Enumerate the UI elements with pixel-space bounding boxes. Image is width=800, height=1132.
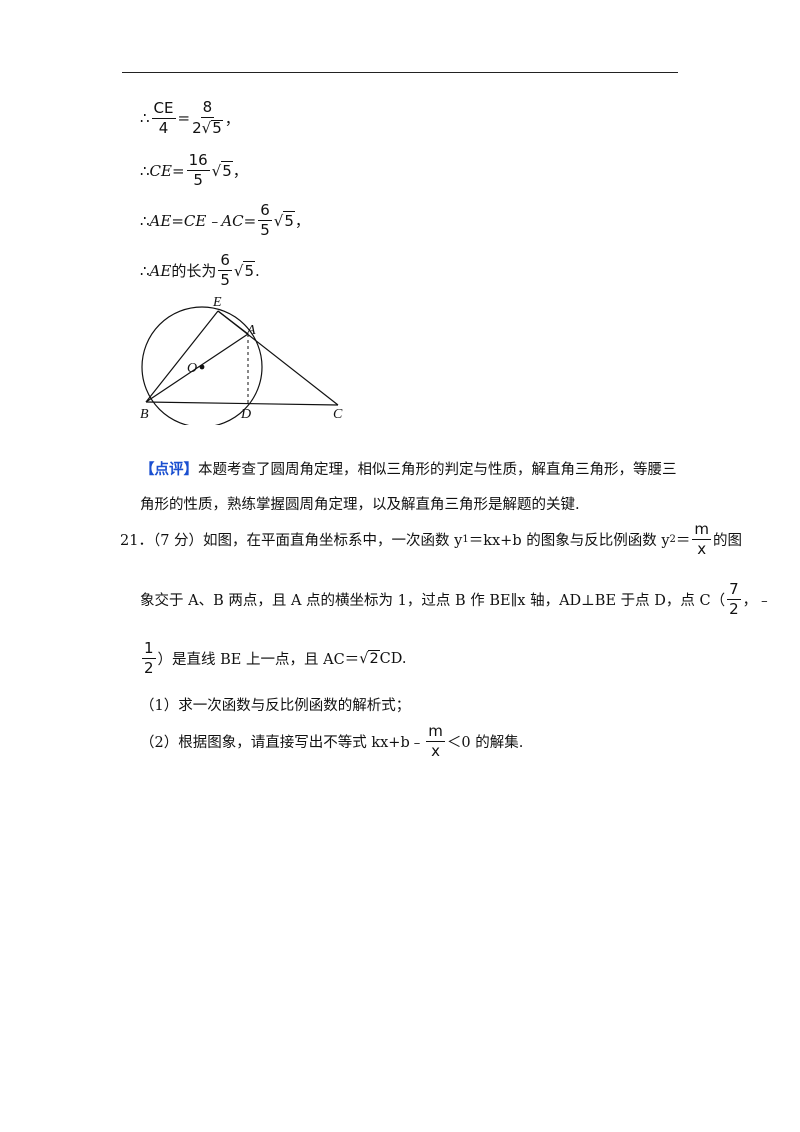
fraction-6-over-5: 6 5 <box>218 251 232 289</box>
circle-triangle-figure: E A O B D C <box>140 295 343 425</box>
problem-21-line-3: 1 2 ）是直线 BE 上一点，且 AC＝ √2 CD. <box>142 639 407 677</box>
sub-question-2: （2）根据图象，请直接写出不等式 kx+b﹣ m x ＜0 的解集. <box>140 722 524 760</box>
label-c: C <box>333 407 343 422</box>
label-a: A <box>246 323 256 338</box>
sqrt: √5 <box>211 161 233 180</box>
label-b: B <box>140 407 149 422</box>
header-rule <box>122 72 678 73</box>
center-dot <box>199 364 205 370</box>
circle-o <box>141 306 263 425</box>
comment-paragraph: 【点评】本题考查了圆周角定理，相似三角形的判定与性质，解直角三角形，等腰三角形的… <box>140 461 677 513</box>
sqrt: √5 <box>273 211 295 230</box>
fraction-8-over-2root5: 8 2√5 <box>192 98 223 137</box>
label-e: E <box>212 295 222 310</box>
sub-question-1: （1）求一次函数与反比例函数的解析式； <box>140 698 411 714</box>
step-2: ∴ CE = 16 5 √5 ， <box>140 151 248 189</box>
comment-tag: 【点评】 <box>140 461 198 478</box>
fraction-7-over-2: 7 2 <box>727 580 741 618</box>
therefore-symbol: ∴ <box>140 109 150 127</box>
segment-ba <box>145 333 249 403</box>
segment-bc <box>145 401 339 406</box>
step-1: ∴ CE 4 = 8 2√5 ， <box>140 98 240 137</box>
label-d: D <box>240 407 251 422</box>
step-3: ∴ AE =CE﹣AC= 6 5 √5 ， <box>140 201 310 239</box>
segment-be <box>145 310 219 403</box>
fraction-16-over-5: 16 5 <box>186 151 210 189</box>
problem-21-line-2: 象交于 A、B 两点，且 A 点的横坐标为 1，过点 B 作 BE∥x 轴，AD… <box>140 580 772 618</box>
sqrt: √5 <box>233 261 256 280</box>
step-4: ∴ AE 的长为 6 5 √5 . <box>140 251 260 289</box>
fraction-6-over-5: 6 5 <box>258 201 272 239</box>
sqrt: √5 <box>201 119 223 137</box>
sqrt: √2 <box>359 650 380 667</box>
fraction-ce-over-4: CE 4 <box>151 98 176 137</box>
label-o: O <box>187 361 197 376</box>
segment-ec <box>217 310 339 406</box>
fraction-1-over-2: 1 2 <box>142 639 156 677</box>
fraction-m-over-x: m x <box>692 520 712 558</box>
fraction-m-over-x: m x <box>426 722 445 760</box>
